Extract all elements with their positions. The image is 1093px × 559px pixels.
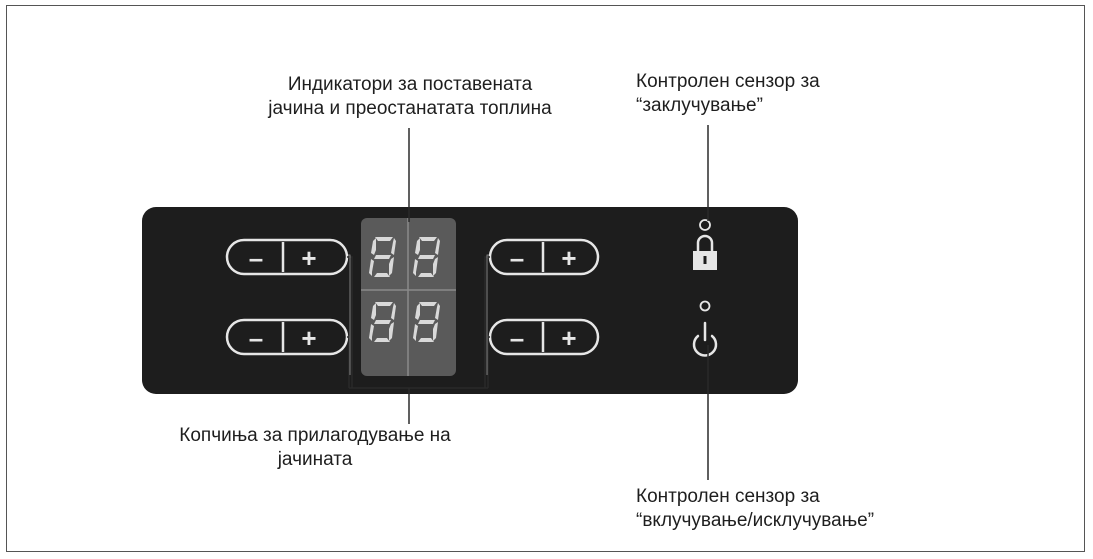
adjust-button-top-right[interactable]: – + [488,238,600,276]
power-icon [692,321,718,357]
plus-label: + [561,323,576,353]
callout-lock-sensor: Контролен сензор за “заклучување” [636,70,956,118]
callout-adjust-line2: јачината [277,449,353,470]
minus-label: – [510,323,524,353]
minus-label: – [510,243,524,273]
callout-power-line1: Контролен сензор за [636,486,820,507]
callout-power-line2: “вклучување/исклучување” [636,510,875,531]
plus-label: + [301,323,316,353]
power-sensor[interactable] [692,300,718,357]
minus-label: – [249,323,263,353]
callout-indicators-line1: Индикатори за поставената [287,74,533,95]
display-area [361,218,456,376]
control-panel [142,207,798,394]
callout-indicators-line2: јачина и преостанатата топлина [268,98,552,119]
minus-label: – [249,243,263,273]
leader-adjust-tl [347,256,353,388]
plus-label: + [561,243,576,273]
lock-sensor[interactable] [693,219,717,270]
power-indicator-led [699,300,711,312]
leader-adjust-br [487,336,490,388]
lock-indicator-led [699,219,711,231]
diagram-frame [6,5,1085,552]
callout-power-sensor: Контролен сензор за “вклучување/исклучув… [636,485,976,533]
callout-adjust-buttons: Копчиња за прилагодување на јачината [150,424,480,472]
leader-adjust-bl [347,336,350,388]
adjust-button-bottom-right[interactable]: – + [488,318,600,356]
callout-lock-line2: “заклучување” [636,95,763,116]
leader-lines [347,125,709,480]
leader-adjust-tr [484,256,490,388]
callout-lock-line1: Контролен сензор за [636,71,820,92]
lock-icon [693,234,717,270]
plus-label: + [301,243,316,273]
callout-indicators: Индикатори за поставената јачина и преос… [240,73,580,121]
callout-adjust-line1: Копчиња за прилагодување на [179,425,451,446]
